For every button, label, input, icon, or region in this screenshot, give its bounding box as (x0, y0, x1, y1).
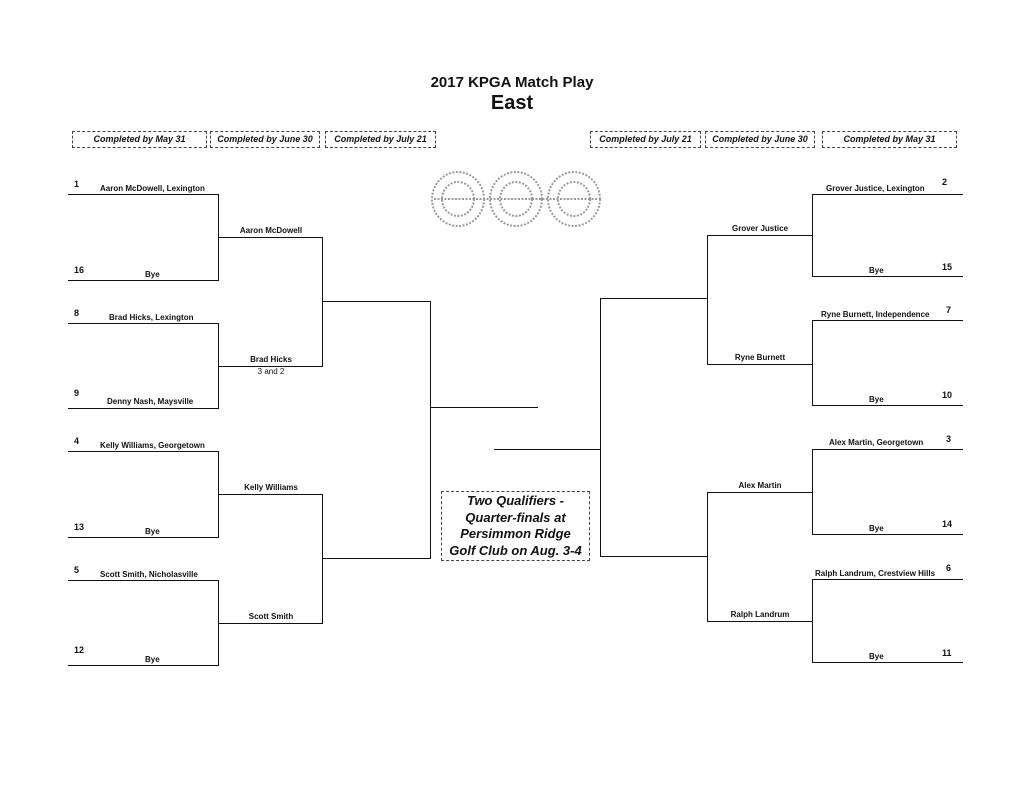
qualifier-note: Two Qualifiers - Quarter-finals at Persi… (441, 491, 590, 561)
player-name: Bye (145, 655, 160, 664)
bracket-line (68, 280, 219, 281)
round2-winner: Ryne Burnett (734, 353, 786, 362)
seed-number: 4 (74, 436, 80, 446)
round2-winner: Ralph Landrum (730, 610, 790, 619)
round2-winner: Aaron McDowell (239, 226, 303, 235)
player-name: Bye (869, 524, 884, 533)
player-name: Aaron McDowell, Lexington (100, 184, 205, 193)
round2-winner: Brad Hicks (250, 355, 292, 364)
kpga-logo (431, 171, 601, 227)
round2-winner: Scott Smith (248, 612, 294, 621)
match-score: 3 and 2 (257, 367, 285, 376)
seed-number: 9 (74, 388, 80, 398)
bracket-line (812, 579, 963, 580)
bracket-line (812, 320, 963, 321)
round2-winner: Grover Justice (731, 224, 789, 233)
bracket-line (68, 580, 219, 581)
player-name: Kelly Williams, Georgetown (100, 441, 205, 450)
player-name: Brad Hicks, Lexington (109, 313, 194, 322)
seed-number: 16 (74, 265, 85, 275)
bracket-line (322, 237, 323, 367)
bracket-line (68, 408, 219, 409)
bracket-line (812, 320, 813, 406)
seed-number: 14 (942, 519, 953, 529)
bracket-line (218, 494, 323, 495)
seed-number: 6 (946, 563, 952, 573)
bracket-line (68, 194, 219, 195)
bracket-line (322, 494, 323, 624)
seed-number: 15 (942, 262, 953, 272)
player-name: Ralph Landrum, Crestview Hills (815, 569, 936, 578)
qualifier-note-line: Persimmon Ridge (460, 526, 571, 541)
bracket-line (707, 235, 708, 365)
bracket-line (68, 451, 219, 452)
player-name: Bye (869, 652, 884, 661)
bracket-line (218, 623, 323, 624)
region-title: East (490, 92, 534, 114)
seed-number: 13 (74, 522, 85, 532)
player-name: Bye (869, 395, 884, 404)
seed-number: 10 (942, 390, 953, 400)
seed-number: 12 (74, 645, 85, 655)
round-deadline-left-2: Completed by June 30 (210, 131, 320, 148)
bracket-line (812, 194, 963, 195)
qualifier-note-line: Two Qualifiers - (466, 493, 565, 508)
bracket-line (707, 364, 813, 365)
seed-number: 1 (74, 179, 80, 189)
round-deadline-right-1: Completed by May 31 (822, 131, 957, 148)
round2-winner: Kelly Williams (244, 483, 298, 492)
player-name: Grover Justice, Lexington (826, 184, 925, 193)
bracket-line (812, 449, 963, 450)
player-name: Ryne Burnett, Independence (821, 310, 930, 319)
round-deadline-right-2: Completed by June 30 (705, 131, 815, 148)
bracket-line (322, 558, 431, 559)
bracket-line (812, 405, 963, 406)
player-name: Denny Nash, Maysville (107, 397, 194, 406)
qualifier-note-line: Quarter-finals at (465, 509, 566, 525)
bracket-line (707, 492, 708, 622)
player-name: Alex Martin, Georgetown (829, 438, 924, 447)
page-title: 2017 KPGA Match Play (430, 74, 594, 91)
bracket-line (600, 556, 708, 557)
bracket-line (707, 621, 813, 622)
player-name: Scott Smith, Nicholasville (100, 570, 198, 579)
seed-number: 7 (946, 305, 952, 315)
bracket-line (68, 323, 219, 324)
qualifier-note-line: Golf Club on Aug. 3-4 (449, 542, 582, 558)
seed-number: 2 (942, 177, 948, 187)
seed-number: 8 (74, 308, 80, 318)
bracket-line (600, 298, 708, 299)
round-deadline-left-3: Completed by July 21 (325, 131, 436, 148)
bracket-line (812, 662, 963, 663)
bracket-line (218, 366, 323, 367)
bracket-line (812, 276, 963, 277)
bracket-line (707, 492, 813, 493)
round2-winner: Alex Martin (738, 481, 782, 490)
seed-number: 5 (74, 565, 80, 575)
bracket-line (322, 301, 431, 302)
bracket-line (218, 237, 323, 238)
player-name: Bye (869, 266, 884, 275)
round-deadline-right-3: Completed by July 21 (590, 131, 701, 148)
player-name: Bye (145, 270, 160, 279)
bracket-line (430, 407, 538, 408)
bracket-line (430, 301, 431, 559)
bracket-line (68, 665, 219, 666)
bracket-line (707, 235, 813, 236)
bracket-line (600, 298, 601, 557)
round-deadline-left-1: Completed by May 31 (72, 131, 207, 148)
seed-number: 3 (946, 434, 952, 444)
seed-number: 11 (942, 648, 952, 658)
bracket-line (494, 449, 601, 450)
bracket-line (812, 534, 963, 535)
player-name: Bye (145, 527, 160, 536)
bracket-line (68, 537, 219, 538)
